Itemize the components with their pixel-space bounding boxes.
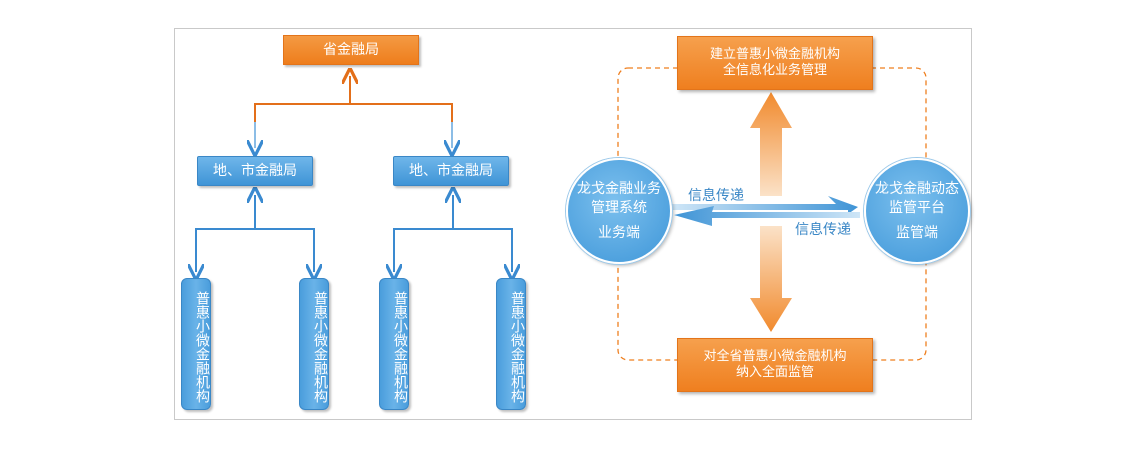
info-arrow-left	[674, 206, 860, 226]
provincial-bureau-box: 省金融局	[283, 35, 419, 65]
mid-left-connector	[196, 195, 314, 272]
supervision-platform-line-3: 监管端	[896, 224, 938, 241]
business-system-line-3: 业务端	[598, 224, 640, 241]
bottom-goal-line-2: 纳入全面监管	[735, 365, 814, 380]
root-connector	[255, 76, 452, 148]
info-arrow-right	[672, 196, 858, 214]
top-goal-box: 建立普惠小微金融机构 全信息化业务管理	[677, 36, 873, 90]
mid-right-connector	[394, 195, 512, 272]
city-bureau-box-left: 地、市金融局	[197, 156, 313, 186]
top-goal-line-2: 全信息化业务管理	[722, 63, 827, 78]
business-system-line-2: 管理系统	[591, 199, 647, 216]
institution-box-1: 普惠小微金融机构	[181, 278, 211, 410]
institution-box-4: 普惠小微金融机构	[496, 278, 526, 410]
institution-box-2: 普惠小微金融机构	[299, 278, 329, 410]
down-arrow	[750, 226, 792, 332]
city-bureau-box-right: 地、市金融局	[393, 156, 509, 186]
business-system-line-1: 龙戈金融业务	[577, 180, 661, 197]
bottom-goal-box: 对全省普惠小微金融机构 纳入全面监管	[677, 338, 873, 392]
up-arrow	[750, 92, 792, 196]
info-transfer-label-bottom: 信息传递	[795, 222, 851, 238]
supervision-platform-circle: 龙戈金融动态 监管平台 监管端	[864, 158, 970, 264]
bottom-goal-line-1: 对全省普惠小微金融机构	[703, 349, 847, 364]
business-system-circle: 龙戈金融业务 管理系统 业务端	[566, 158, 672, 264]
top-goal-line-1: 建立普惠小微金融机构	[709, 47, 840, 62]
institution-box-3: 普惠小微金融机构	[379, 278, 409, 410]
info-transfer-label-top: 信息传递	[688, 188, 744, 204]
supervision-platform-line-1: 龙戈金融动态	[875, 180, 959, 197]
supervision-platform-line-2: 监管平台	[889, 199, 945, 216]
